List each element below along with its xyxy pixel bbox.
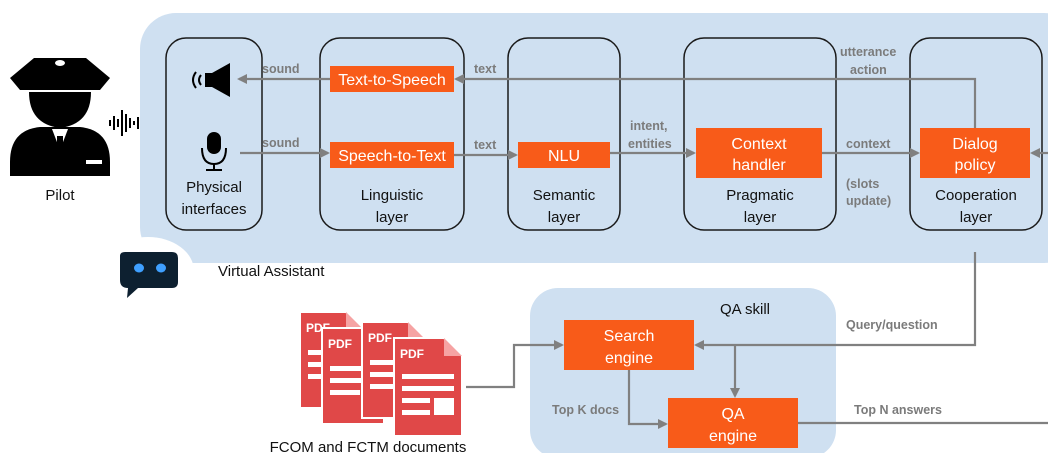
svg-text:NLU: NLU	[548, 148, 580, 165]
svg-text:engine: engine	[605, 350, 653, 367]
svg-text:PDF: PDF	[328, 337, 352, 351]
svg-text:action: action	[850, 63, 887, 77]
dialog-policy-module: Dialog policy	[920, 128, 1030, 178]
sound-input-label: sound	[262, 136, 300, 150]
sound-output-label: sound	[262, 62, 300, 76]
svg-text:update): update)	[846, 194, 891, 208]
qa-engine-module: QA engine	[668, 398, 798, 448]
svg-text:layer: layer	[960, 209, 993, 226]
pdf-document-icon: PDF	[393, 337, 463, 437]
svg-text:intent,: intent,	[630, 119, 668, 133]
top-k-docs-label: Top K docs	[552, 403, 619, 417]
cooperation-layer-box	[909, 37, 1043, 231]
physical-interfaces-caption: Physical interfaces	[181, 179, 246, 218]
documents-to-search-arrow	[466, 340, 564, 389]
microphone-icon	[201, 132, 227, 171]
pragmatic-layer-box	[683, 37, 837, 231]
pilot-label: Pilot	[45, 187, 75, 204]
speaker-icon	[192, 63, 230, 97]
svg-text:Speech-to-Text: Speech-to-Text	[338, 148, 446, 165]
utterance-action-label: utterance action	[840, 45, 896, 77]
slots-update-label: (slots update)	[846, 177, 891, 208]
speech-to-text-module: Speech-to-Text	[330, 142, 454, 168]
virtual-assistant-label: Virtual Assistant	[218, 263, 325, 280]
svg-text:Pragmatic: Pragmatic	[726, 187, 794, 204]
pragmatic-layer-caption: Pragmatic layer	[726, 187, 794, 226]
text-tts-label: text	[474, 62, 497, 76]
context-edge-label: context	[846, 137, 891, 151]
text-stt-label: text	[474, 138, 497, 152]
linguistic-layer-box	[319, 37, 465, 231]
intent-entities-label: intent, entities	[628, 119, 672, 151]
physical-interfaces-box	[165, 37, 263, 231]
svg-text:Semantic: Semantic	[533, 187, 596, 204]
linguistic-layer-caption: Linguistic layer	[361, 187, 424, 226]
svg-text:(slots: (slots	[846, 177, 879, 191]
svg-text:Context: Context	[731, 136, 787, 153]
svg-text:entities: entities	[628, 137, 672, 151]
svg-text:policy: policy	[955, 157, 996, 174]
query-question-arrow	[694, 252, 977, 350]
svg-text:Text-to-Speech: Text-to-Speech	[338, 72, 446, 89]
svg-text:handler: handler	[732, 157, 786, 174]
svg-text:Physical: Physical	[186, 179, 242, 196]
virtual-assistant-icon	[102, 237, 194, 305]
context-handler-module: Context handler	[696, 128, 822, 178]
text-to-speech-module: Text-to-Speech	[330, 66, 454, 92]
search-engine-module: Search engine	[564, 320, 694, 370]
svg-text:Dialog: Dialog	[952, 136, 997, 153]
top-k-docs-arrow	[627, 370, 668, 429]
svg-text:interfaces: interfaces	[181, 201, 246, 218]
pdf-documents-icon: PDF PDF PDF PDF	[299, 311, 463, 437]
semantic-layer-box	[507, 37, 621, 231]
documents-label: FCOM and FCTM documents	[270, 439, 467, 453]
svg-text:layer: layer	[744, 209, 777, 226]
svg-text:utterance: utterance	[840, 45, 896, 59]
svg-text:engine: engine	[709, 428, 757, 445]
utterance-action-arrow	[454, 74, 977, 128]
svg-text:layer: layer	[376, 209, 409, 226]
voice-waveform-icon	[109, 110, 139, 136]
top-n-answers-label: Top N answers	[854, 403, 942, 417]
svg-text:Search: Search	[604, 328, 655, 345]
semantic-layer-caption: Semantic layer	[533, 187, 596, 226]
svg-text:layer: layer	[548, 209, 581, 226]
svg-text:Cooperation: Cooperation	[935, 187, 1017, 204]
svg-text:PDF: PDF	[400, 347, 424, 361]
cooperation-layer-caption: Cooperation layer	[935, 187, 1017, 226]
svg-text:PDF: PDF	[368, 331, 392, 345]
pilot-icon	[10, 58, 110, 176]
svg-text:Linguistic: Linguistic	[361, 187, 424, 204]
svg-text:QA: QA	[721, 406, 744, 423]
nlu-module: NLU	[518, 142, 610, 168]
qa-skill-title: QA skill	[720, 301, 770, 318]
query-question-label: Query/question	[846, 318, 938, 332]
